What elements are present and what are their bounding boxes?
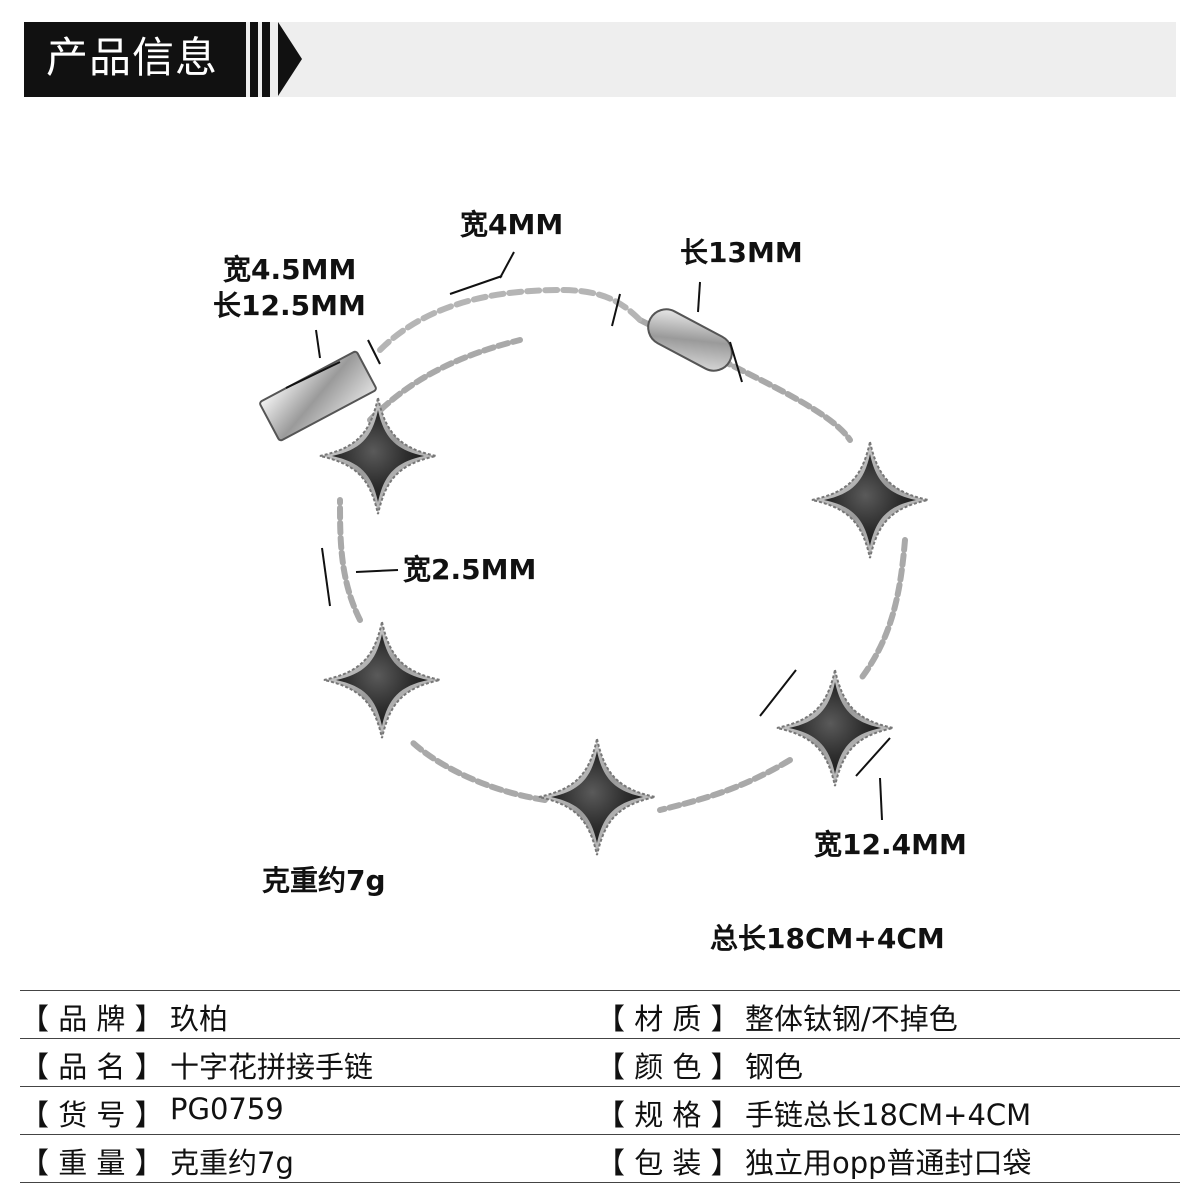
extender-width-label: 宽4MM [460, 208, 564, 241]
spec-value-weight: 克重约7g [170, 1146, 294, 1180]
lobster-clasp [647, 308, 733, 372]
bracelet-photo [259, 251, 929, 856]
divider [20, 1086, 1180, 1087]
page-title: 产品信息 [46, 33, 219, 82]
total-length-label: 总长18CM+4CM [710, 922, 945, 955]
spec-key-sku: 【 货 号 】 [20, 1098, 164, 1132]
spec-value-material: 整体钛钢/不掉色 [745, 1002, 958, 1036]
spec-key-name: 【 品 名 】 [20, 1050, 164, 1084]
spec-value-size: 手链总长18CM+4CM [745, 1098, 1032, 1132]
clover-width-label: 宽12.4MM [814, 828, 967, 861]
clover-charm [319, 397, 437, 515]
clover-charm [323, 621, 441, 739]
header-stripe [262, 22, 270, 97]
header-stripe [250, 22, 258, 97]
spec-value-name: 十字花拼接手链 [170, 1050, 374, 1084]
dimension-lines [285, 251, 891, 821]
weight-label: 克重约7g [262, 864, 386, 897]
header-title-block [24, 22, 246, 97]
divider [20, 1134, 1180, 1135]
divider [20, 990, 1180, 991]
divider [20, 1182, 1180, 1183]
spec-value-sku: PG0759 [170, 1092, 284, 1126]
spec-value-color: 钢色 [745, 1050, 804, 1084]
header-arrow-icon [278, 22, 302, 96]
bracelet-chain [337, 317, 908, 813]
tag-plate [259, 350, 377, 442]
clasp-length-label: 长13MM [680, 236, 803, 269]
spec-key-brand: 【 品 牌 】 [20, 1002, 164, 1036]
clover-charm [538, 738, 656, 856]
spec-key-color: 【 颜 色 】 [596, 1050, 740, 1084]
spec-key-size: 【 规 格 】 [596, 1098, 740, 1132]
spec-value-brand: 玖柏 [170, 1002, 229, 1036]
clover-charm [811, 441, 929, 559]
tag-length-label: 长12.5MM [213, 289, 366, 322]
chain-width-label: 宽2.5MM [403, 553, 537, 586]
spec-value-packaging: 独立用opp普通封口袋 [745, 1146, 1032, 1180]
clover-charm [776, 669, 894, 787]
spec-key-packaging: 【 包 装 】 [596, 1146, 740, 1180]
divider [20, 1038, 1180, 1039]
extender-chain [377, 286, 643, 353]
spec-key-weight: 【 重 量 】 [20, 1146, 164, 1180]
spec-key-material: 【 材 质 】 [596, 1002, 740, 1036]
tag-width-label: 宽4.5MM [223, 253, 357, 286]
